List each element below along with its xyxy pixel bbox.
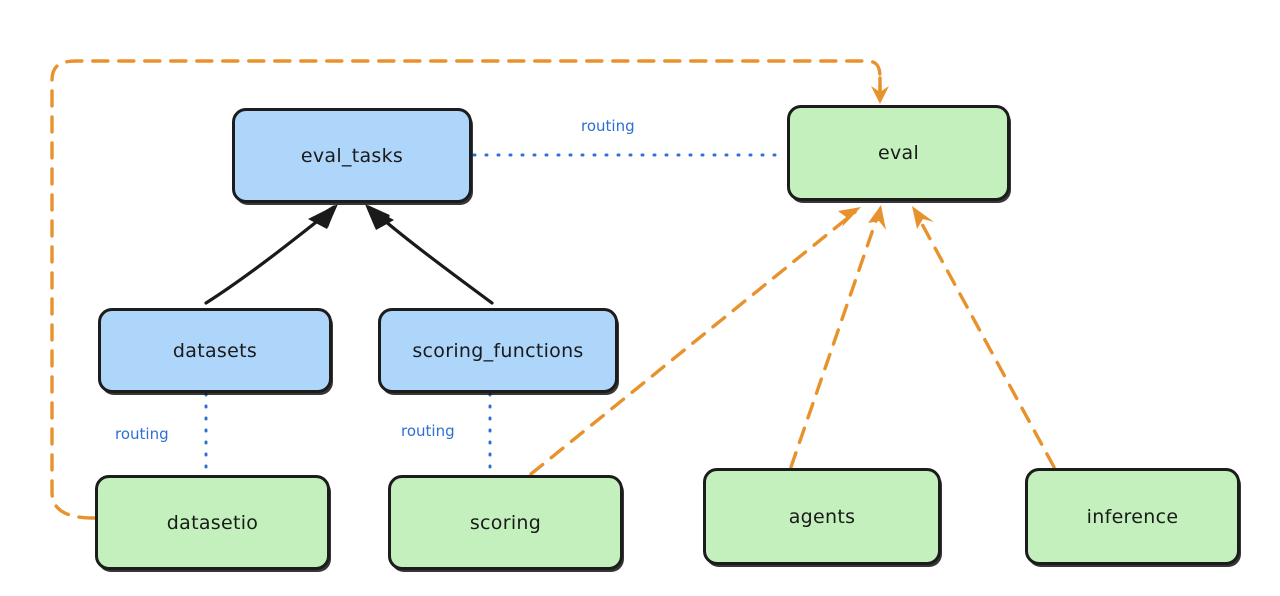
edge-datasets-to-eval-tasks: [204, 204, 338, 305]
node-agents[interactable]: agents: [703, 468, 941, 565]
edge-agents-to-eval-dependency: [789, 205, 886, 469]
node-inference[interactable]: inference: [1025, 468, 1240, 565]
edge-datasetio-to-eval-dependency: [50, 59, 889, 520]
node-scoring-label: scoring: [469, 511, 542, 534]
edge-label-routing-scoring-functions-scoring: routing: [398, 422, 458, 440]
node-eval-label: eval: [877, 142, 920, 164]
node-datasetio[interactable]: datasetio: [95, 475, 330, 570]
node-datasetio-label: datasetio: [166, 511, 259, 534]
edge-label-routing-eval-tasks-eval: routing: [578, 117, 638, 135]
node-datasets[interactable]: datasets: [98, 308, 332, 393]
edge-scoring-to-eval-dependency: [529, 207, 861, 476]
node-eval-tasks-label: eval_tasks: [300, 144, 404, 167]
node-agents-label: agents: [788, 505, 856, 528]
node-scoring[interactable]: scoring: [388, 475, 623, 570]
edge-inference-to-eval-dependency: [912, 206, 1056, 469]
edge-scoring-functions-to-eval-tasks: [365, 204, 494, 305]
node-inference-label: inference: [1086, 505, 1179, 528]
node-scoring-functions-label: scoring_functions: [412, 339, 584, 362]
edge-label-routing-datasets-datasetio: routing: [112, 425, 172, 443]
node-scoring-functions[interactable]: scoring_functions: [378, 308, 618, 393]
node-datasets-label: datasets: [172, 339, 258, 362]
node-eval-tasks[interactable]: eval_tasks: [232, 108, 472, 203]
node-eval[interactable]: eval: [787, 105, 1010, 201]
